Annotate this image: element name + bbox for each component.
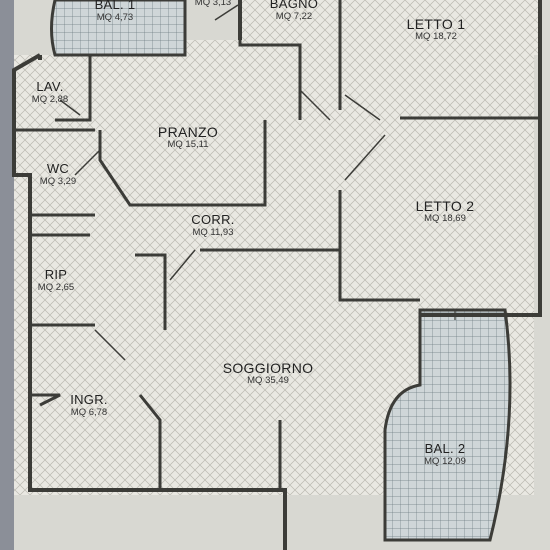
balcony-1 xyxy=(50,0,187,57)
room-area: MQ 12,09 xyxy=(424,455,466,467)
door-swings xyxy=(59,4,386,361)
interior-walls xyxy=(14,0,540,490)
room-area: MQ 6,78 xyxy=(70,406,108,418)
room-area: MQ 2,88 xyxy=(31,93,69,105)
room-label-corr: CORR. MQ 11,93 xyxy=(191,212,235,239)
room-area: MQ 18,69 xyxy=(424,213,466,225)
top-floor xyxy=(40,0,540,55)
room-label-pranzo: PRANZO MQ 15,11 xyxy=(158,124,218,151)
room-name: RIP xyxy=(44,267,68,282)
room-label-soggiorno: SOGGIORNO MQ 35,49 xyxy=(223,360,314,387)
room-area: MQ 11,93 xyxy=(192,226,234,238)
room-name: PRANZO xyxy=(157,124,219,140)
room-name: INGR. xyxy=(70,392,108,407)
room-area: MQ 7,22 xyxy=(275,10,313,22)
room-name: WC xyxy=(46,161,70,176)
room-label-top-wc: MQ 3,13 xyxy=(195,0,231,9)
room-name: BAL. 2 xyxy=(424,441,466,456)
room-label-bal-2: BAL. 2 MQ 12,09 xyxy=(424,441,466,468)
room-label-letto-2: LETTO 2 MQ 18,69 xyxy=(416,198,475,225)
room-label-rip: RIP MQ 2,65 xyxy=(37,267,75,294)
room-name: BAGNO xyxy=(269,0,319,11)
room-area: MQ 18,72 xyxy=(415,31,457,43)
room-area: MQ 3,29 xyxy=(39,175,77,187)
room-name: BAL. 1 xyxy=(94,0,136,12)
outer-walls xyxy=(12,0,542,550)
room-label-lav: LAV. MQ 2,88 xyxy=(31,79,69,106)
room-name: SOGGIORNO xyxy=(222,360,314,376)
room-area: MQ 2,65 xyxy=(37,281,75,293)
room-label-letto-1: LETTO 1 MQ 18,72 xyxy=(407,16,466,43)
balcony-2 xyxy=(383,308,512,542)
room-label-bagno: BAGNO MQ 7,22 xyxy=(270,0,318,23)
balcony-2-railing xyxy=(419,310,456,385)
left-shadow xyxy=(0,0,14,550)
room-area: MQ 15,11 xyxy=(167,139,209,151)
room-label-ingr: INGR. MQ 6,78 xyxy=(70,392,108,419)
room-name: LETTO 2 xyxy=(415,198,475,214)
room-name: LETTO 1 xyxy=(406,16,466,32)
room-area: MQ 4,73 xyxy=(96,11,134,23)
room-label-wc: WC MQ 3,29 xyxy=(39,161,77,188)
room-name: LAV. xyxy=(36,79,64,94)
room-area: MQ 35,49 xyxy=(247,375,289,387)
room-area: MQ 3,13 xyxy=(194,0,232,8)
room-name: CORR. xyxy=(191,212,235,227)
room-label-bal-1: BAL. 1 MQ 4,73 xyxy=(95,0,136,24)
